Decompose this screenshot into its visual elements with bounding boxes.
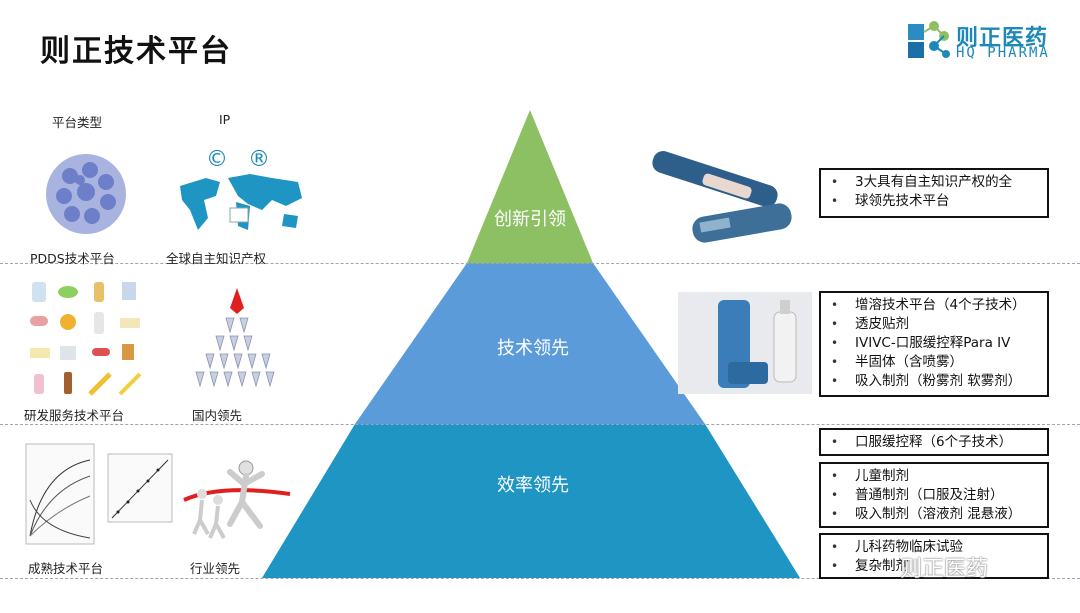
runners-finish-line-icon [183,460,291,539]
page-title: 则正技术平台 [40,34,232,69]
header-ip: IP [219,112,231,127]
tier-label-technology: 技术领先 [497,338,569,359]
copyright-icon: © [206,147,228,172]
box-item: 透皮贴剂 [829,315,1039,334]
company-logo: 则正医药 HQ PHARMA [904,18,1074,66]
info-box-technology: 增溶技术平台（4个子技术） 透皮贴剂 IVIVC-口服缓控释Para IV 半固… [819,291,1049,397]
drug-dosage-forms-icon [30,282,142,396]
pyramid-tier-middle [355,263,705,424]
label-domestic-leading: 国内领先 [192,408,243,423]
divider-line [0,263,1080,264]
header-platform-type: 平台类型 [52,115,103,130]
crystal-pyramid-icon [195,288,275,388]
registered-icon: ® [248,147,270,172]
box-item: 儿童制剂 [829,467,1039,486]
box-item: 吸入制剂（溶液剂 混悬液） [829,505,1039,524]
world-map-icon: © ® [180,147,302,230]
pyramid-tier-top [467,110,593,263]
divider-line [0,424,1080,425]
box-item: 儿科药物临床试验 [829,538,1039,557]
info-box-oral-release: 口服缓控释（6个子技术） [819,428,1049,456]
pyramid-tier-bottom [262,424,800,578]
nanoparticle-cluster-icon [46,154,126,234]
label-global-ip: 全球自主知识产权 [166,251,267,266]
box-item: 普通制剂（口服及注射） [829,486,1039,505]
pen-injector-icon [652,151,792,243]
label-industry-leading: 行业领先 [190,561,241,576]
box-item: IVIVC-口服缓控释Para IV [829,334,1039,353]
info-box-formulations: 儿童制剂 普通制剂（口服及注射） 吸入制剂（溶液剂 混悬液） [819,462,1049,528]
box-item: 3大具有自主知识产权的全 [829,173,1039,192]
label-pdds-platform: PDDS技术平台 [30,251,115,266]
label-rd-service-platform: 研发服务技术平台 [24,408,125,423]
inhaler-device-icon [678,292,812,394]
box-item: 增溶技术平台（4个子技术） [829,296,1039,315]
dissolution-curve-charts-icon [25,443,173,545]
box-item: 复杂制剂 [829,557,1039,576]
tier-label-efficiency: 效率领先 [497,475,569,496]
info-box-clinical: 儿科药物临床试验 复杂制剂 [819,533,1049,579]
logo-text-cn: 则正医药 [956,26,1049,51]
info-box-innovation: 3大具有自主知识产权的全 球领先技术平台 [819,168,1049,218]
box-item: 吸入制剂（粉雾剂 软雾剂） [829,372,1039,391]
molecule-logo-icon [908,21,950,58]
watermark: 则正医药 [900,557,989,582]
box-item: 球领先技术平台 [829,192,1039,211]
logo-text-en: HQ PHARMA [956,45,1050,61]
box-item: 口服缓控释（6个子技术） [829,433,1039,452]
tier-label-innovation: 创新引领 [494,209,566,230]
label-mature-platform: 成熟技术平台 [28,561,104,576]
box-item: 半固体（含喷雾） [829,353,1039,372]
divider-line [0,578,1080,579]
